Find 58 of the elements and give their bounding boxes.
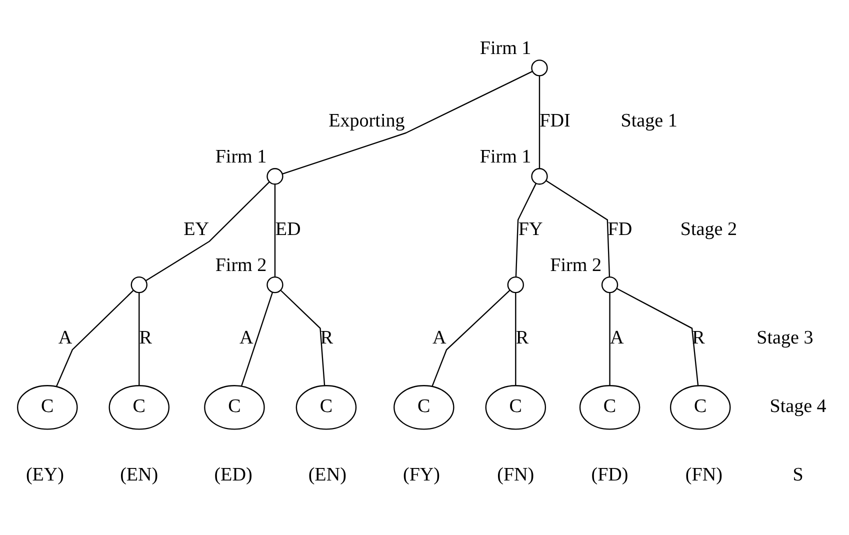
node-ellipse: C [204,384,265,430]
node-label: (FN) [685,464,722,485]
node-circle [130,276,148,293]
connector [546,180,610,276]
node-circle [601,276,618,293]
label: Stage 1 [620,110,678,132]
node-label: Firm 1 [480,146,532,167]
node-ellipse: C [485,384,546,430]
node-label: Firm 1 [215,146,267,167]
node-label: (ED) [214,464,252,485]
node-circle [531,168,548,184]
node-circle [531,59,548,76]
edge-label: EY [184,218,210,240]
node-circle [266,168,284,184]
connector [616,288,699,385]
node-ellipse: C [670,384,731,430]
connector [240,292,274,386]
edge-label: R [139,327,152,348]
label: S [792,464,804,485]
node-label: (EY) [26,464,64,485]
connector [282,70,533,174]
node-circle [507,276,524,293]
edge-label: Exporting [328,110,405,132]
edge-label: A [58,327,72,348]
node-label: Firm 2 [550,254,602,276]
connector [515,182,536,276]
connector [609,292,610,385]
edge-label: R [516,327,529,348]
node-label: (FD) [591,464,628,485]
node-ellipse: C [296,384,357,430]
node-label: Firm 2 [215,254,267,276]
connector [515,292,516,385]
connector [432,289,510,386]
edge-label: A [432,327,446,348]
connector [538,75,540,168]
node-label: (EN) [120,464,158,485]
node-ellipse: C [579,384,640,430]
edge-label: FDI [540,110,570,132]
node-ellipse: C [108,384,170,430]
node-label: (FN) [497,464,534,485]
node-circle [266,276,284,293]
connector [56,289,134,386]
connector [138,292,140,385]
label: Stage 3 [756,327,814,348]
node-label: (EN) [308,464,346,485]
node-label: (FY) [403,464,440,485]
node-ellipse: C [17,384,78,430]
edge-label: FD [608,218,632,240]
label: Stage 2 [680,218,737,240]
label: Stage 4 [770,395,826,416]
connector [146,181,270,280]
edge-label: FY [518,218,543,240]
edge-label: A [239,327,254,348]
node-label: Firm 1 [480,38,532,59]
node-ellipse: C [394,384,454,430]
connector [280,290,326,385]
edge-label: ED [275,218,301,240]
connector [274,184,276,276]
